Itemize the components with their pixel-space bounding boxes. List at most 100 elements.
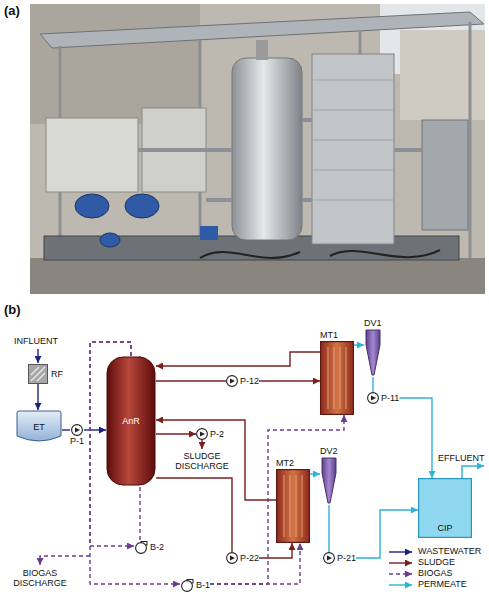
flow-line bbox=[62, 429, 70, 430]
filter-body bbox=[29, 365, 48, 384]
pipe bbox=[138, 120, 422, 200]
pump-impeller bbox=[371, 396, 376, 401]
stream-label: BIOGAS DISCHARGE bbox=[10, 568, 70, 588]
rotary-filter: RF bbox=[28, 364, 63, 384]
legend-line bbox=[389, 573, 412, 574]
anaerobic-reactor: AnR bbox=[106, 356, 156, 486]
photo-background bbox=[30, 4, 485, 294]
reactor-vessel bbox=[232, 58, 302, 240]
flow-line bbox=[399, 398, 432, 478]
flow-line bbox=[84, 429, 106, 430]
legend-row: BIOGAS bbox=[388, 568, 481, 579]
degassing-vessel: DV2 bbox=[320, 446, 338, 505]
legend-line bbox=[389, 584, 412, 585]
degasser-body bbox=[366, 330, 380, 375]
legend-row: SLUDGE bbox=[388, 557, 481, 568]
node-label: P-1 bbox=[70, 436, 84, 447]
pump-symbol: P-22 bbox=[226, 552, 259, 564]
node-label: RF bbox=[51, 369, 63, 380]
blower-casing bbox=[136, 543, 147, 554]
membrane-symbol bbox=[320, 341, 354, 415]
pump-motor bbox=[75, 194, 109, 218]
membrane-sheet bbox=[328, 347, 346, 409]
legend-row: PERMEATE bbox=[388, 579, 481, 590]
flow-line bbox=[156, 433, 196, 434]
cip-tank: CIP bbox=[418, 478, 472, 538]
effluent-arrow bbox=[462, 466, 484, 478]
legend-sample bbox=[388, 559, 414, 567]
pump-symbol: P-1 bbox=[70, 424, 84, 447]
degasser-body bbox=[322, 458, 336, 503]
flow-line bbox=[259, 380, 320, 381]
flow-line bbox=[328, 505, 329, 552]
flow-line bbox=[156, 380, 226, 381]
blower-icon bbox=[134, 540, 148, 554]
legend-sample bbox=[388, 581, 414, 589]
pump-impeller bbox=[230, 379, 235, 384]
node-label: P-12 bbox=[240, 376, 259, 387]
cip-tank bbox=[422, 120, 468, 230]
pump-icon bbox=[226, 552, 238, 564]
building-wall bbox=[30, 4, 200, 124]
pump-icon bbox=[323, 552, 335, 564]
pump-casing bbox=[324, 553, 335, 564]
influent-arrow bbox=[37, 349, 38, 363]
membrane-tank: MT2 bbox=[276, 458, 310, 543]
node-label: P-21 bbox=[337, 553, 356, 564]
pump-motor bbox=[100, 233, 120, 247]
blower-symbol: B-2 bbox=[134, 540, 164, 554]
ground bbox=[30, 258, 485, 294]
pump-impeller bbox=[75, 428, 80, 433]
legend-label: PERMEATE bbox=[418, 579, 467, 590]
discharge-arrow bbox=[201, 440, 202, 449]
pump-symbol: P-2 bbox=[196, 428, 224, 440]
reactor-nozzle bbox=[256, 40, 268, 60]
stream-label: EFFLUENT bbox=[438, 453, 485, 463]
filter-screen bbox=[31, 367, 45, 381]
degassing-vessel: DV1 bbox=[364, 318, 382, 377]
small-tank bbox=[46, 118, 138, 192]
legend-line bbox=[389, 551, 412, 552]
membrane-body bbox=[321, 342, 354, 415]
node-label: DV1 bbox=[364, 318, 382, 329]
panel-label: (b) bbox=[4, 302, 21, 317]
legend-label: SLUDGE bbox=[418, 557, 455, 568]
legend-row: WASTEWATER bbox=[388, 546, 481, 557]
stream-label: INFLUENT bbox=[14, 336, 58, 346]
pump-casing bbox=[227, 376, 238, 387]
node-label: B-2 bbox=[150, 542, 164, 553]
tank-body bbox=[17, 411, 61, 441]
blower-symbol: B-1 bbox=[180, 578, 210, 592]
flow-line bbox=[156, 478, 232, 552]
flow-line bbox=[356, 510, 418, 558]
filter-symbol bbox=[28, 364, 48, 384]
pump-symbol: P-11 bbox=[367, 392, 399, 404]
tank-rib bbox=[312, 80, 394, 200]
pump-casing bbox=[227, 553, 238, 564]
node-label: MT2 bbox=[276, 458, 294, 469]
discharge-arrow bbox=[40, 556, 90, 565]
flow-line bbox=[310, 473, 320, 474]
node-label: ET bbox=[33, 422, 45, 433]
node-label: CIP bbox=[437, 523, 452, 534]
flow-line bbox=[372, 377, 373, 392]
node-label: DV2 bbox=[320, 446, 338, 457]
degasser-symbol bbox=[321, 457, 337, 505]
equalization-tank: ET bbox=[16, 410, 62, 444]
pump-symbol: P-12 bbox=[226, 375, 259, 387]
pump-motor bbox=[125, 194, 159, 218]
pump-casing bbox=[368, 393, 379, 404]
legend-sample bbox=[388, 548, 414, 556]
flow-line bbox=[354, 344, 364, 345]
reactor-body bbox=[107, 357, 155, 485]
pump-icon bbox=[367, 392, 379, 404]
membrane-tank bbox=[312, 54, 394, 244]
node-label: P-11 bbox=[381, 393, 399, 404]
tank-body bbox=[419, 479, 472, 538]
legend-sample bbox=[388, 570, 414, 578]
node-label: P-22 bbox=[240, 553, 259, 564]
node-label: AnR bbox=[122, 416, 140, 427]
degasser-symbol bbox=[365, 329, 381, 377]
